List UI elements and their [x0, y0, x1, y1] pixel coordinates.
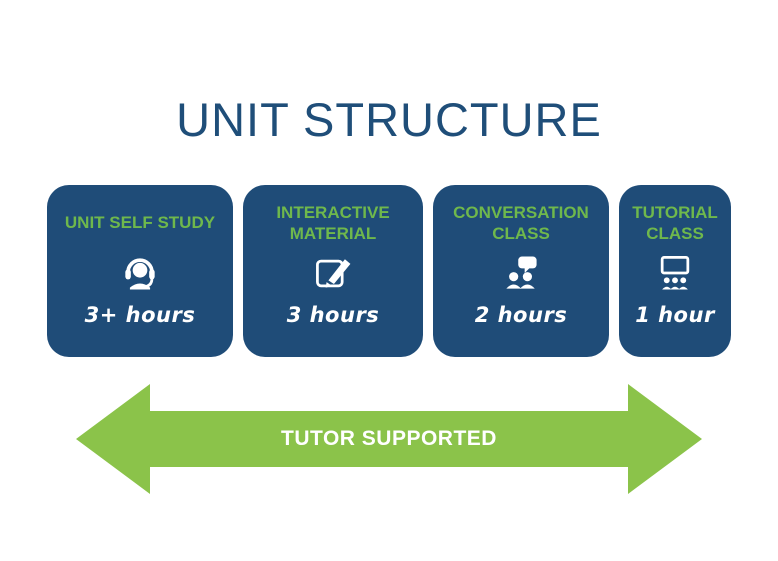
double-arrow-shape: [76, 384, 702, 494]
card-title: TUTORIAL CLASS: [632, 202, 718, 243]
card-interactive-material: INTERACTIVE MATERIAL 3 hours: [243, 185, 423, 357]
card-tutorial-class: TUTORIAL CLASS 1 hour: [619, 185, 731, 357]
card-hours: 3+ hours: [84, 303, 196, 327]
card-title: UNIT SELF STUDY: [64, 213, 216, 233]
card-conversation-class: CONVERSATION CLASS 2 hours: [433, 185, 609, 357]
headset-person-icon: [118, 251, 162, 295]
arrow-label: TUTOR SUPPORTED: [281, 427, 497, 450]
card-unit-self-study: UNIT SELF STUDY 3+ hours: [47, 185, 233, 357]
pencil-document-icon: [311, 251, 355, 295]
card-hours: 2 hours: [474, 303, 568, 327]
card-title: INTERACTIVE MATERIAL: [276, 202, 390, 243]
card-hours: 3 hours: [286, 303, 380, 327]
card-hours: 1 hour: [635, 303, 715, 327]
people-chat-icon: [499, 251, 543, 295]
tutor-supported-arrow: TUTOR SUPPORTED: [74, 382, 704, 496]
card-title: CONVERSATION CLASS: [453, 202, 589, 243]
cards-row: UNIT SELF STUDY 3+ hours INTERACTIVE MAT…: [47, 185, 731, 357]
classroom-presentation-icon: [653, 251, 697, 295]
page-title: UNIT STRUCTURE: [176, 93, 602, 146]
